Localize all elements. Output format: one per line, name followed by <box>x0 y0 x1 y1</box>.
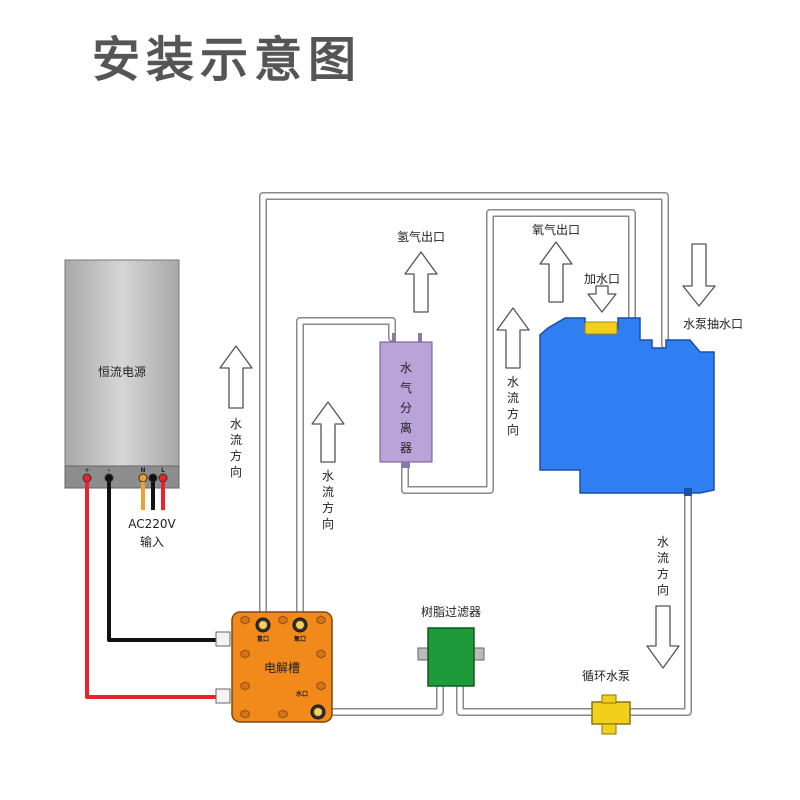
svg-text:水: 水 <box>507 375 519 389</box>
resin-filter-label: 树脂过滤器 <box>421 604 481 619</box>
svg-text:流: 流 <box>507 391 519 405</box>
positive-connector <box>215 688 231 704</box>
separator-char-5: 器 <box>400 441 412 455</box>
svg-text:向: 向 <box>230 464 242 479</box>
hydrogen-outlet-label: 氢气出口 <box>397 229 445 244</box>
flow-arrow-right <box>646 605 680 669</box>
svg-text:向: 向 <box>322 516 334 531</box>
gas-water-separator: 水 气 分 离 器 <box>379 333 433 468</box>
svg-text:方: 方 <box>230 448 242 463</box>
flow-label-left: 水 流 方 向 <box>230 417 242 479</box>
flow-label-middle: 水 流 方 向 <box>322 469 334 531</box>
terminal-minus <box>104 473 114 483</box>
terminal-plus-label: + <box>84 467 89 474</box>
page-title: 安装示意图 <box>92 32 363 88</box>
port-top-right-label: 氧口 <box>293 635 306 643</box>
flow-label-right: 水 流 方 向 <box>657 535 669 597</box>
water-inlet-arrow <box>587 285 617 313</box>
port-water-label: 水口 <box>296 690 308 698</box>
terminal-ground <box>148 473 158 483</box>
separator-char-1: 水 <box>400 361 412 375</box>
pump-suction-label: 水泵抽水口 <box>683 317 743 331</box>
port-top-left-label: 氢口 <box>257 635 269 643</box>
power-supply: 恒流电源 + - N L <box>64 259 180 489</box>
power-supply-label: 恒流电源 <box>98 365 146 379</box>
terminal-plus <box>82 473 92 483</box>
separator-char-4: 离 <box>400 420 412 435</box>
terminal-l-label: L <box>161 467 165 474</box>
separator-char-2: 气 <box>400 380 412 395</box>
flow-arrow-separator <box>496 307 530 369</box>
flow-arrow-left <box>219 345 253 409</box>
svg-text:方: 方 <box>657 566 669 581</box>
water-tank <box>539 317 715 496</box>
terminal-l <box>158 473 168 483</box>
svg-text:方: 方 <box>322 500 334 515</box>
svg-text:水: 水 <box>230 417 242 431</box>
resin-filter <box>417 627 485 687</box>
separator-char-3: 分 <box>400 401 412 415</box>
electrolyzer-bolts <box>240 615 326 719</box>
flow-arrow-middle <box>311 401 345 463</box>
negative-connector <box>215 631 231 647</box>
water-inlet-label: 加水口 <box>584 272 620 286</box>
svg-text:流: 流 <box>230 433 242 447</box>
svg-text:流: 流 <box>657 551 669 565</box>
terminal-n <box>138 473 148 483</box>
svg-text:水: 水 <box>322 469 334 483</box>
electrolyzer: 氢口 氧口 水口 电解槽 <box>231 611 333 723</box>
circulation-pump-label: 循环水泵 <box>582 669 630 683</box>
pipes <box>259 192 692 716</box>
flow-label-separator: 水 流 方 向 <box>507 375 519 437</box>
ac-input-label-line2: 输入 <box>140 534 164 549</box>
svg-text:向: 向 <box>507 422 519 437</box>
oxygen-outlet-label: 氧气出口 <box>532 222 580 237</box>
svg-text:方: 方 <box>507 406 519 421</box>
electrolyzer-label: 电解槽 <box>264 661 300 675</box>
hydrogen-outlet-arrow <box>404 251 438 313</box>
terminal-n-label: N <box>140 467 145 474</box>
water-inlet-cap <box>584 321 618 335</box>
ac-input-label-line1: AC220V <box>128 517 176 531</box>
ac-input-wires <box>141 482 165 510</box>
svg-text:水: 水 <box>657 535 669 549</box>
svg-text:流: 流 <box>322 485 334 499</box>
circulation-pump <box>591 694 631 735</box>
pump-suction-arrow <box>682 243 716 307</box>
oxygen-outlet-arrow <box>539 241 573 303</box>
terminal-minus-label: - <box>108 467 111 474</box>
dc-wires <box>85 482 222 699</box>
svg-text:向: 向 <box>657 582 669 597</box>
